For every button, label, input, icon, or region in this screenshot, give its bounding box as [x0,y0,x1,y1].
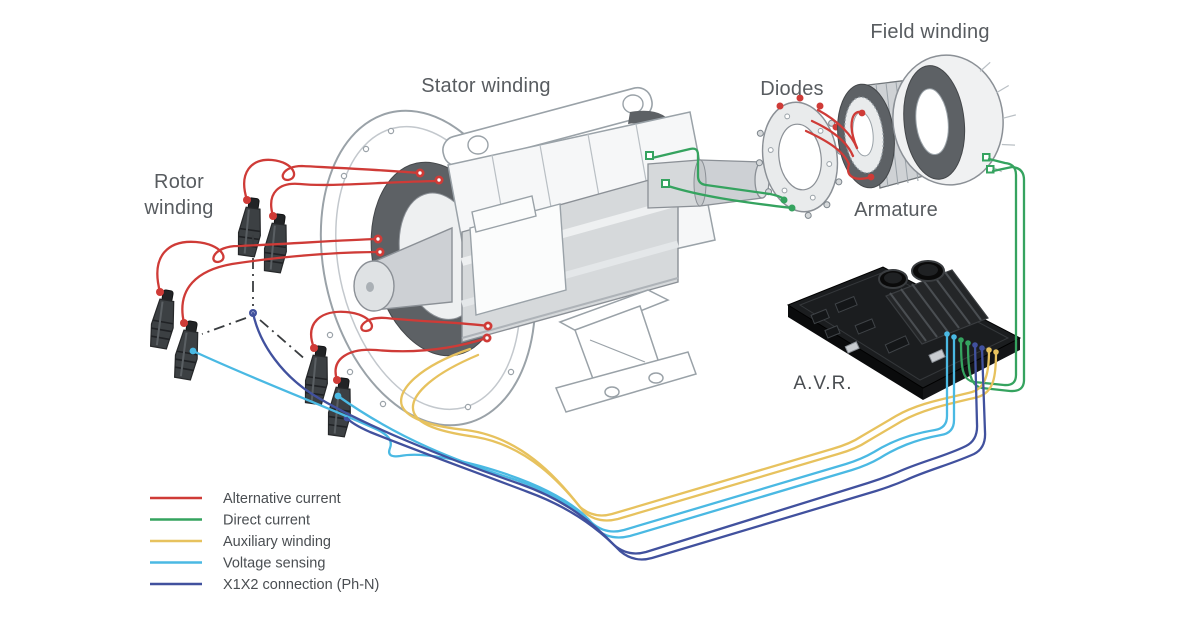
legend-label-alternative-current: Alternative current [223,491,341,507]
field-green-terminals [982,153,995,174]
stator-red-terminals [373,168,493,343]
legend-item: X1X2 connection (Ph-N) [150,577,379,593]
avr-board [786,260,1022,400]
alternator-illustration [319,86,770,427]
avr-components [810,295,946,364]
label-rotor-winding-line2: winding [143,197,213,219]
axis-reference-lines [201,235,307,361]
wire-direct-current [645,147,1026,393]
avr-capacitors [878,260,945,289]
label-stator-winding: Stator winding [421,75,551,97]
label-rotor-winding-line1: Rotor [154,171,204,193]
wire-voltage-sensing [191,332,956,539]
legend: Alternative current Direct current Auxil… [150,491,379,593]
base-bracket [554,289,697,413]
avr-terminal-block [944,331,999,355]
wire-alternative-current [156,108,875,382]
diode-ring [755,94,845,219]
label-field-winding: Field winding [870,21,989,43]
legend-item: Alternative current [150,491,341,507]
legend-item: Voltage sensing [150,556,325,572]
legend-item: Direct current [150,513,310,529]
label-diodes: Diodes [760,78,823,100]
front-shaft [353,226,453,312]
wire-x1x2-connection [251,311,987,561]
legend-label-auxiliary-winding: Auxiliary winding [223,534,331,550]
legend-label-x1x2-connection: X1X2 connection (Ph-N) [223,577,379,593]
legend-label-voltage-sensing: Voltage sensing [223,556,325,572]
legend-item: Auxiliary winding [150,534,331,550]
wire-auxiliary-winding [399,347,998,522]
label-armature: Armature [854,199,938,221]
rotor-body [460,171,680,343]
avr-heatsink [885,269,989,345]
field-winding-ring [892,54,1016,186]
legend-label-direct-current: Direct current [223,513,310,529]
label-avr: A.V.R. [793,373,852,394]
